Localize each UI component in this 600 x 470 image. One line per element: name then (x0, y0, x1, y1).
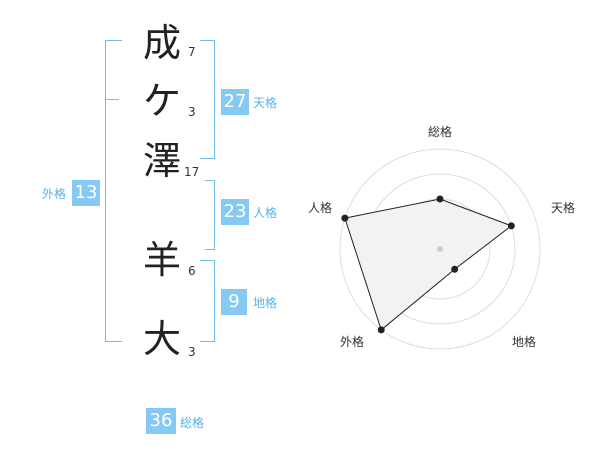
soukaku-label: 総格 (180, 416, 205, 430)
name-char-4: 羊 (142, 238, 181, 282)
gaikaku-value: 13 (72, 180, 100, 206)
tenkaku-value: 27 (221, 89, 249, 115)
name-char-3: 澤 (142, 139, 181, 183)
radar-center-dot (437, 246, 443, 252)
soukaku-value: 36 (146, 408, 176, 434)
jinkaku-value: 23 (221, 199, 249, 225)
tenkaku-bracket (200, 40, 215, 159)
gaikaku-bracket (105, 40, 122, 342)
radar-point-1 (436, 195, 444, 203)
stroke-count-3: 17 (184, 165, 200, 179)
radar-point-4 (377, 326, 385, 334)
radar-area (344, 198, 513, 331)
radar-axis-label-gaikaku: 外格 (340, 334, 364, 349)
radar-axis-label-jinkaku: 人格 (308, 200, 332, 215)
gaikaku-label: 外格 (42, 187, 67, 201)
stroke-count-2: 3 (188, 105, 196, 119)
radar-axis-label-tenkaku: 天格 (551, 200, 575, 215)
jinkaku-bracket (205, 180, 215, 250)
gaikaku-tick (105, 99, 119, 100)
radar-point-2 (507, 222, 515, 230)
radar-axis-label-chikaku: 地格 (512, 334, 536, 349)
jinkaku-label: 人格 (253, 206, 278, 220)
radar-axis-label-soukaku: 総格 (428, 124, 452, 139)
tenkaku-label: 天格 (253, 96, 278, 110)
stroke-count-5: 3 (188, 345, 196, 359)
chikaku-value: 9 (221, 289, 247, 315)
name-char-2: ケ (142, 79, 181, 123)
radar-chart: 総格 天格 地格 外格 人格 (308, 124, 575, 350)
name-char-1: 成 (142, 21, 181, 65)
stroke-count-4: 6 (188, 264, 196, 278)
stroke-count-1: 7 (188, 45, 196, 59)
chikaku-bracket (200, 260, 215, 342)
chikaku-label: 地格 (253, 296, 278, 310)
name-char-5: 大 (142, 317, 181, 361)
radar-point-3 (451, 265, 459, 273)
radar-point-5 (341, 214, 349, 222)
